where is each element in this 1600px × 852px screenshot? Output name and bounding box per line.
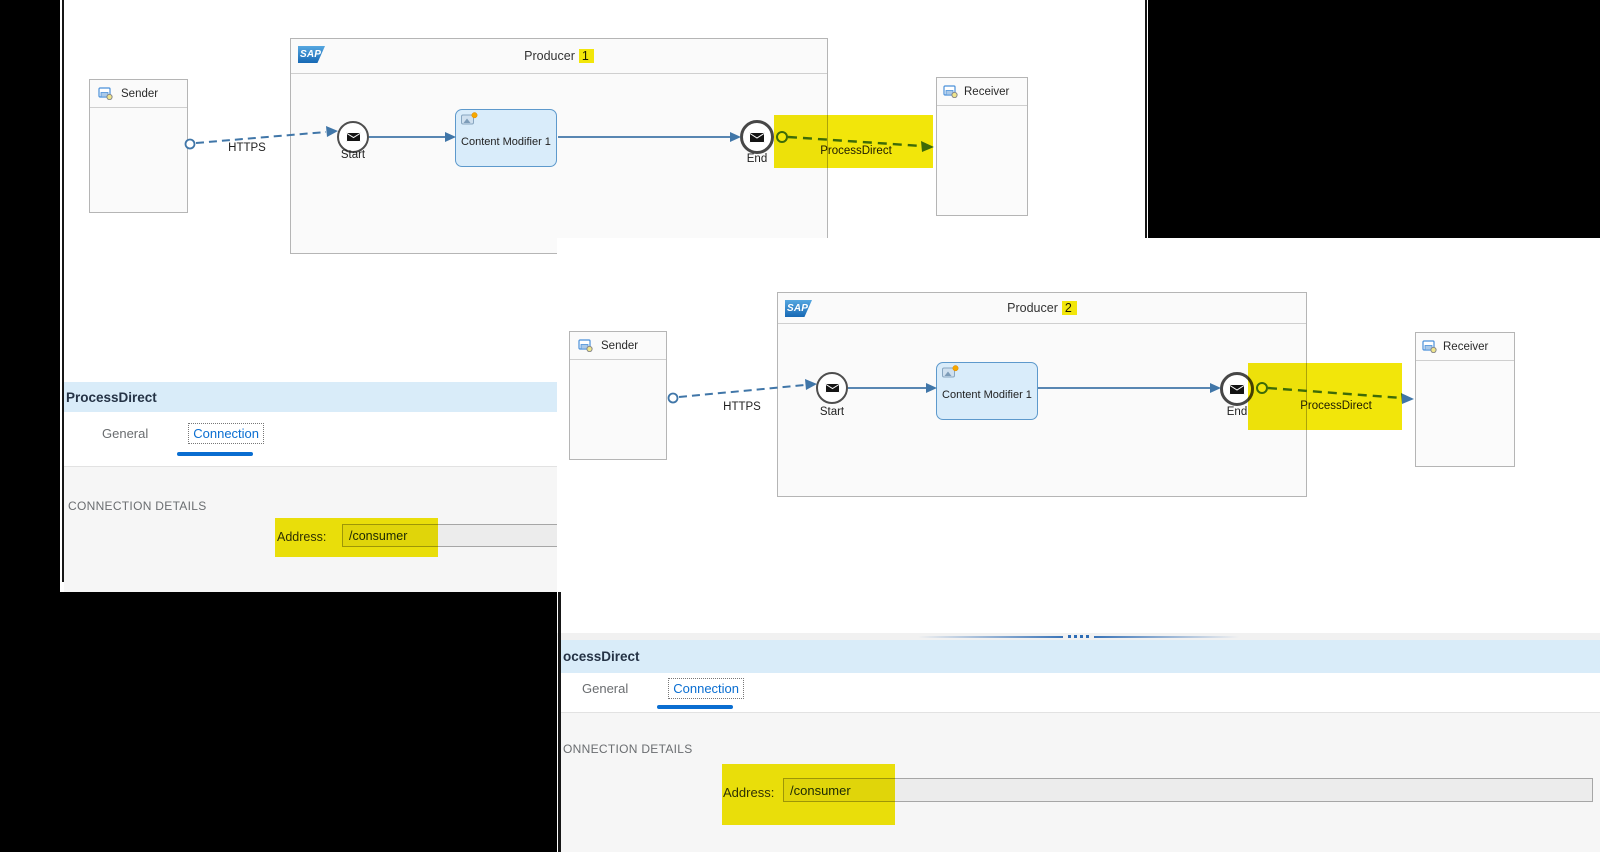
participant-icon	[98, 87, 113, 101]
panel1-title: ProcessDirect	[66, 389, 157, 405]
content-modifier-icon	[942, 365, 959, 379]
start-event[interactable]	[816, 372, 848, 404]
tab-connection[interactable]: Connection	[668, 678, 745, 699]
https-connector-start-circle	[667, 392, 679, 404]
splitter-line	[918, 635, 1063, 638]
end-label: End	[1226, 406, 1248, 418]
panel2-address-input[interactable]: /consumer	[783, 778, 1593, 802]
window-right-border	[1145, 0, 1147, 238]
content-modifier-label: Content Modifier 1	[942, 388, 1032, 401]
sap-logo: SAP	[298, 46, 325, 63]
https-connector-label: HTTPS	[228, 142, 266, 154]
highlight-chip-1: 1	[578, 49, 594, 63]
processdirect-arrowhead-icon	[1401, 393, 1414, 404]
splitter-grip-icon	[1068, 635, 1089, 638]
tab-general[interactable]: General	[102, 426, 149, 441]
sap-logo: SAP	[785, 300, 812, 317]
tab-general[interactable]: General	[582, 681, 629, 696]
receiver-label: Receiver	[1443, 340, 1489, 353]
panel1-section-header: CONNECTION DETAILS	[68, 499, 207, 513]
participant-icon	[1422, 340, 1437, 354]
panel2-header-band: ocessDirect	[561, 640, 1600, 673]
start-event[interactable]	[337, 121, 369, 153]
panel2-title: ocessDirect	[563, 649, 640, 664]
window-left-border	[558, 592, 561, 852]
content-modifier-label: Content Modifier 1	[461, 135, 551, 148]
participant-icon	[943, 85, 958, 99]
panel-splitter[interactable]	[557, 633, 1600, 640]
panel1-tabs: General Connection	[98, 423, 265, 444]
sender-label: Sender	[601, 339, 639, 352]
panel2-section-header: ONNECTION DETAILS	[563, 742, 693, 756]
message-envelope-icon	[824, 383, 840, 393]
tab-connection-underline	[177, 452, 253, 456]
receiver-label: Receiver	[964, 85, 1010, 98]
end-event[interactable]	[740, 120, 774, 154]
sender-participant[interactable]: Sender	[89, 79, 188, 213]
receiver-participant[interactable]: Receiver	[936, 77, 1028, 216]
https-connector-label: HTTPS	[723, 401, 761, 413]
highlight-chip-2: 2	[1061, 301, 1077, 315]
content-modifier-icon	[461, 112, 478, 126]
participant-icon	[578, 339, 593, 353]
message-envelope-icon	[1229, 383, 1245, 395]
tab-connection[interactable]: Connection	[188, 423, 265, 444]
yellow-highlight-processdirect-1	[774, 115, 933, 168]
content-modifier-step[interactable]: Content Modifier 1	[455, 109, 557, 167]
sender-label: Sender	[121, 87, 159, 100]
content-modifier-step[interactable]: Content Modifier 1	[936, 362, 1038, 420]
window-left-border	[62, 0, 64, 582]
tab-connection-underline	[657, 705, 733, 709]
splitter-line	[1094, 635, 1239, 638]
message-envelope-icon	[345, 132, 361, 142]
start-label: Start	[340, 149, 366, 161]
message-envelope-icon	[749, 131, 765, 143]
sender-participant[interactable]: Sender	[569, 331, 667, 460]
yellow-highlight-processdirect-2	[1248, 363, 1402, 430]
start-label: Start	[819, 406, 845, 418]
yellow-highlight-address-2	[722, 764, 895, 825]
yellow-highlight-address-1	[275, 518, 438, 557]
receiver-participant[interactable]: Receiver	[1415, 332, 1515, 467]
end-label: End	[746, 153, 768, 165]
panel2-tabs: General Connection	[578, 678, 745, 699]
